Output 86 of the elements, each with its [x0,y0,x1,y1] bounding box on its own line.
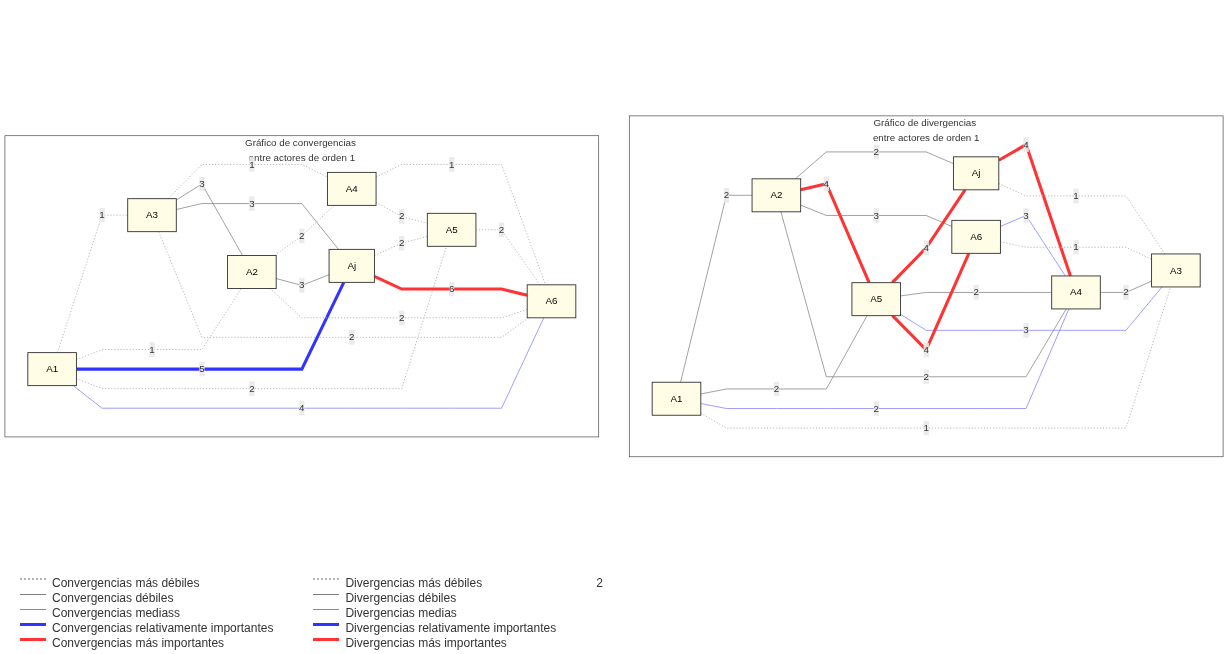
connector [274,204,335,256]
edge-label: 4 [923,344,929,355]
edge-label: 3 [199,178,205,189]
node-box: A5 [851,281,901,316]
connector [375,163,546,285]
connector [800,181,871,283]
connector [475,229,541,285]
edge-label: 1 [149,343,155,355]
connector [800,204,953,227]
connector [175,202,339,250]
edge-label: 1 [1073,190,1079,201]
node-box: A2 [751,178,802,212]
connector [780,211,1067,377]
connector [700,314,868,394]
edge-label: 2 [249,382,255,394]
connector [167,163,328,199]
edge-label: 3 [249,197,255,209]
edge-label: 2 [398,210,405,221]
node-box: A3 [1151,253,1201,288]
edge-label: 2 [498,223,505,235]
edge-label: 3 [873,209,879,221]
connector [900,286,1163,331]
edge-label: 3 [1023,324,1029,335]
node-box: A4 [1051,275,1101,310]
node-box: A6 [951,219,1001,254]
legend-label: Divergencias relativamente importantes [345,621,557,635]
connector [275,274,330,286]
edge-label: 2 [299,230,305,241]
edge-label: 2 [873,402,879,414]
connector [76,281,346,371]
connector [373,274,528,297]
edge-label: 2 [1123,286,1129,297]
edge-label: 1 [448,158,455,169]
edge-label: 2 [773,383,780,394]
edge-label: 3 [299,279,305,290]
legend-label: Convergencias más débiles [52,576,200,590]
connector [72,317,545,409]
connector [75,245,447,389]
edge-value-label: 2 [596,576,603,590]
edge-label: 2 [973,286,979,297]
node-box: Aj [328,248,375,283]
node-box: A4 [327,171,377,206]
connector [795,151,954,179]
edge-label: 2 [873,146,879,157]
edge-label: 2 [398,237,405,248]
edge-label: 2 [923,370,929,382]
node-box: A2 [227,254,277,289]
edge-label: 6 [448,283,455,294]
edge-label: 2 [723,189,730,200]
edge-label: 4 [1023,138,1029,150]
node-box: A5 [426,212,477,247]
connector [680,194,753,383]
node-box: A1 [27,351,77,386]
node-box: A6 [526,284,577,318]
connector [700,286,1172,429]
legend-label: Convergencias mediass [52,606,181,620]
connector [158,230,530,338]
legend-label: Convergencias más importantes [52,636,225,650]
connector [998,142,1072,277]
edge-label: 2 [349,331,355,342]
connector [1000,214,1066,276]
edge-label: 4 [923,242,929,253]
legend-label: Convergencias relativamente importantes [52,621,274,635]
node-box: Aj [953,156,1000,190]
connector [891,188,967,284]
edge-label: 1 [99,209,105,220]
legend-label: Divergencias débiles [345,591,457,605]
connector [700,308,1070,409]
edge-label: 4 [299,402,305,413]
edge-label: 1 [1073,241,1079,252]
edge-label: 3 [1023,209,1029,221]
connector [375,201,428,224]
connector [998,182,1166,255]
edge-label: 2 [398,311,405,323]
connector [900,291,1053,296]
node-box: A1 [651,381,702,416]
edge-label: 1 [923,422,929,433]
edge-label: 5 [199,363,205,374]
edge-label: 4 [823,177,830,189]
connector [1099,280,1152,293]
legend-label: Divergencias medias [345,606,457,620]
legend-label: Convergencias débiles [52,591,174,605]
legend-label: Divergencias más importantes [345,636,507,650]
connector [175,183,243,256]
legend-label: Divergencias más débiles [345,576,483,590]
node-box: A3 [127,197,177,232]
